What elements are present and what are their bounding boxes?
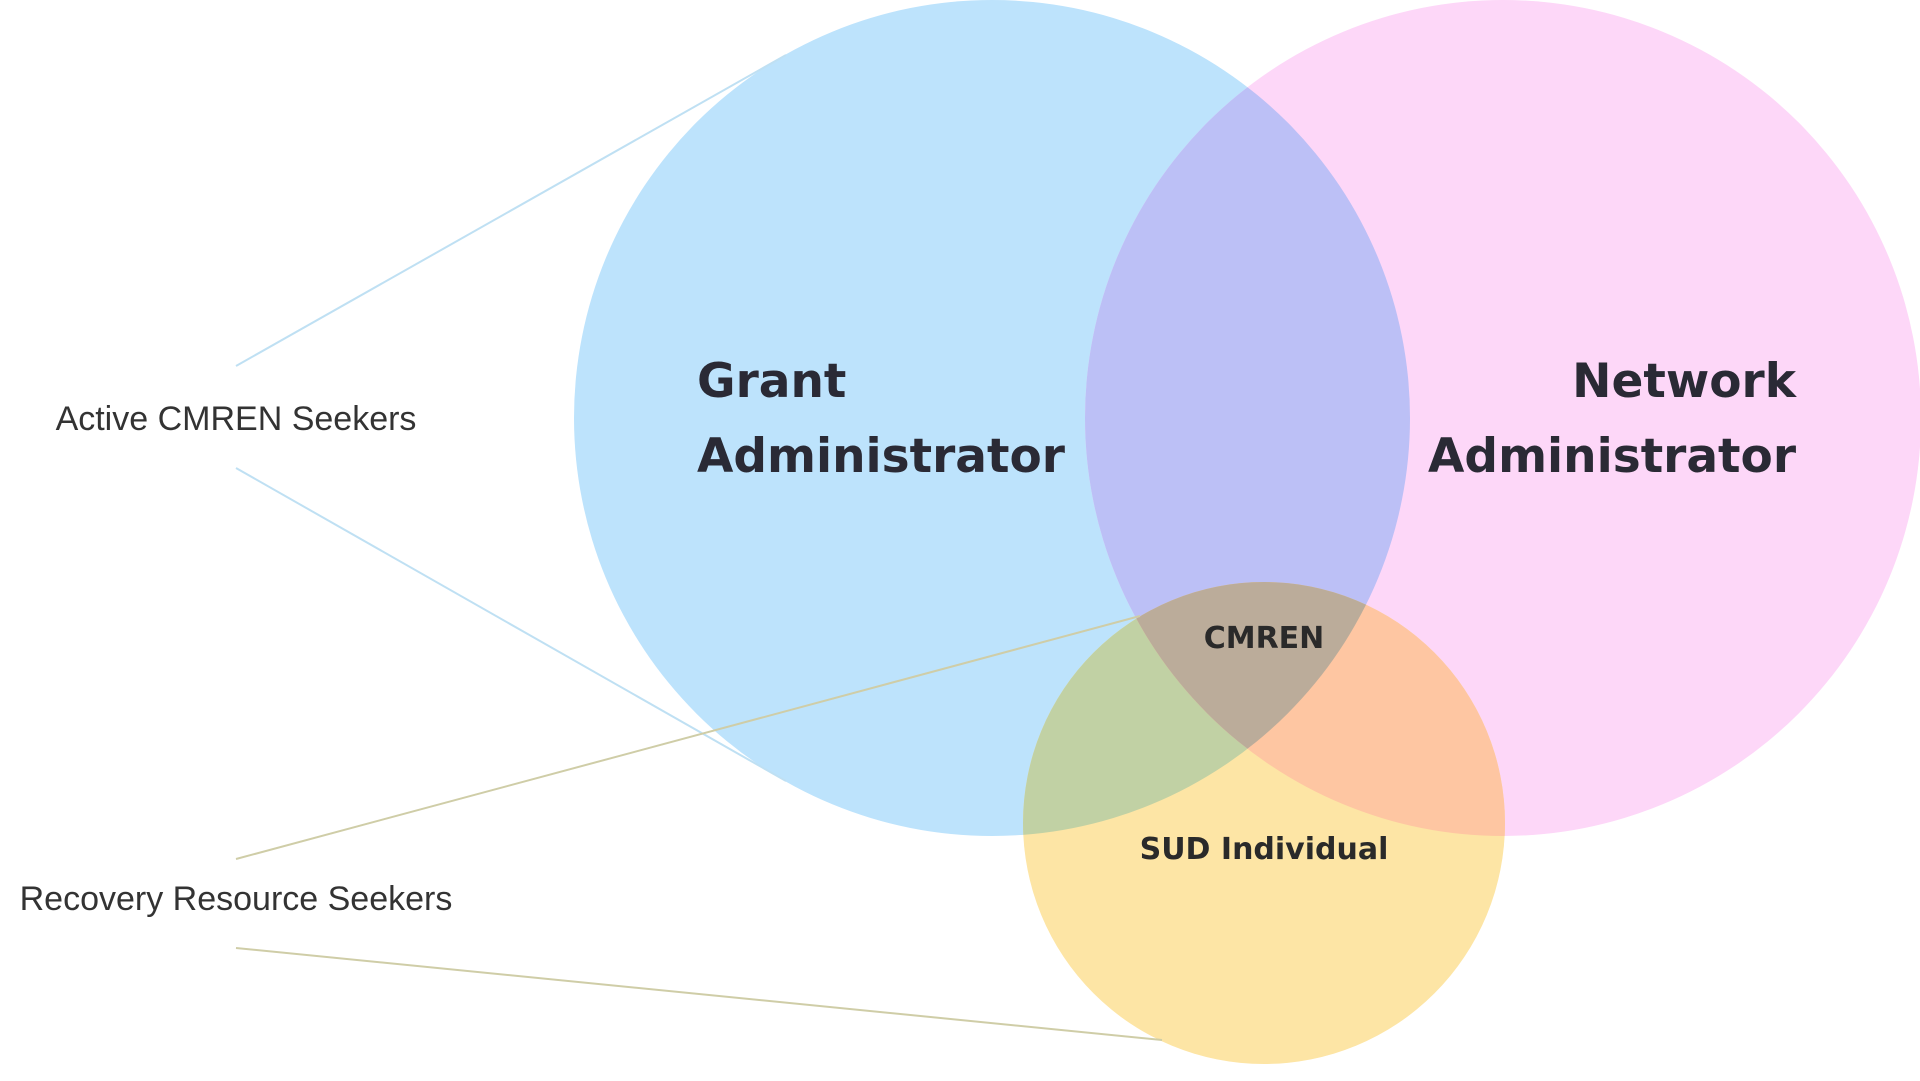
recovery-seekers-line-top [235, 615, 1141, 860]
recovery-seekers-line-bottom [235, 947, 1163, 1041]
active-seekers-line-top [235, 54, 787, 367]
network-label-line2: Administrator [1428, 429, 1797, 484]
cmren-center-label: CMREN [1204, 621, 1325, 656]
active-seekers-line-bottom [235, 467, 787, 782]
active-cmren-seekers-label: Active CMREN Seekers [56, 400, 417, 438]
sud-individual-label: SUD Individual [1140, 832, 1389, 867]
recovery-resource-seekers-label: Recovery Resource Seekers [20, 880, 453, 918]
network-label-line1: Network [1572, 354, 1798, 409]
grant-label-line2: Administrator [697, 429, 1066, 484]
grant-label-line1: Grant [697, 354, 846, 409]
